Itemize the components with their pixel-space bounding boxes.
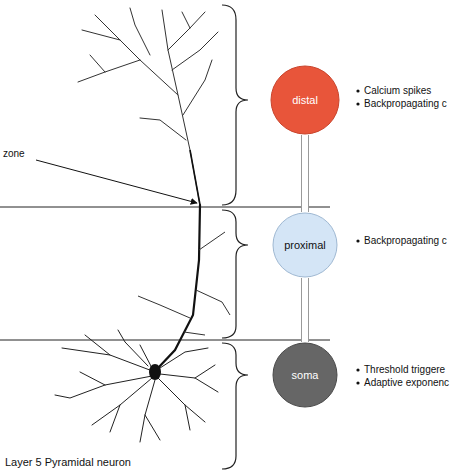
soma-body	[149, 364, 161, 380]
annotation-label: zone	[3, 148, 25, 160]
compartment-circle: distal	[270, 65, 340, 135]
oblique-dendrites	[138, 232, 230, 335]
boundary-line	[0, 207, 330, 208]
compartment-circle: proximal	[272, 212, 338, 278]
boundary-line	[0, 340, 330, 341]
compartment-name: distal	[292, 94, 318, 106]
annotation-label: Layer 5 Pyramidal neuron	[5, 456, 131, 469]
property-bullet: Calcium spikes	[364, 85, 431, 97]
leader-arrow	[36, 160, 197, 203]
apical-tuft	[78, 8, 218, 205]
double-line-connector	[305, 135, 306, 212]
property-bullet: Backpropagating c	[364, 235, 447, 247]
compartment-name: soma	[292, 369, 319, 381]
apical-trunk	[190, 150, 200, 205]
property-bullet: Threshold triggere	[364, 364, 445, 376]
double-line-connector	[305, 278, 306, 342]
curly-brace	[222, 5, 248, 469]
compartment-circle: soma	[272, 342, 338, 408]
property-bullet: Adaptive exponenc	[364, 377, 449, 389]
apical-trunk	[158, 205, 200, 368]
basal-dendrites	[55, 330, 218, 442]
property-bullet: Backpropagating c	[364, 98, 447, 110]
compartment-name: proximal	[284, 239, 326, 251]
bullet-dot	[356, 89, 359, 384]
